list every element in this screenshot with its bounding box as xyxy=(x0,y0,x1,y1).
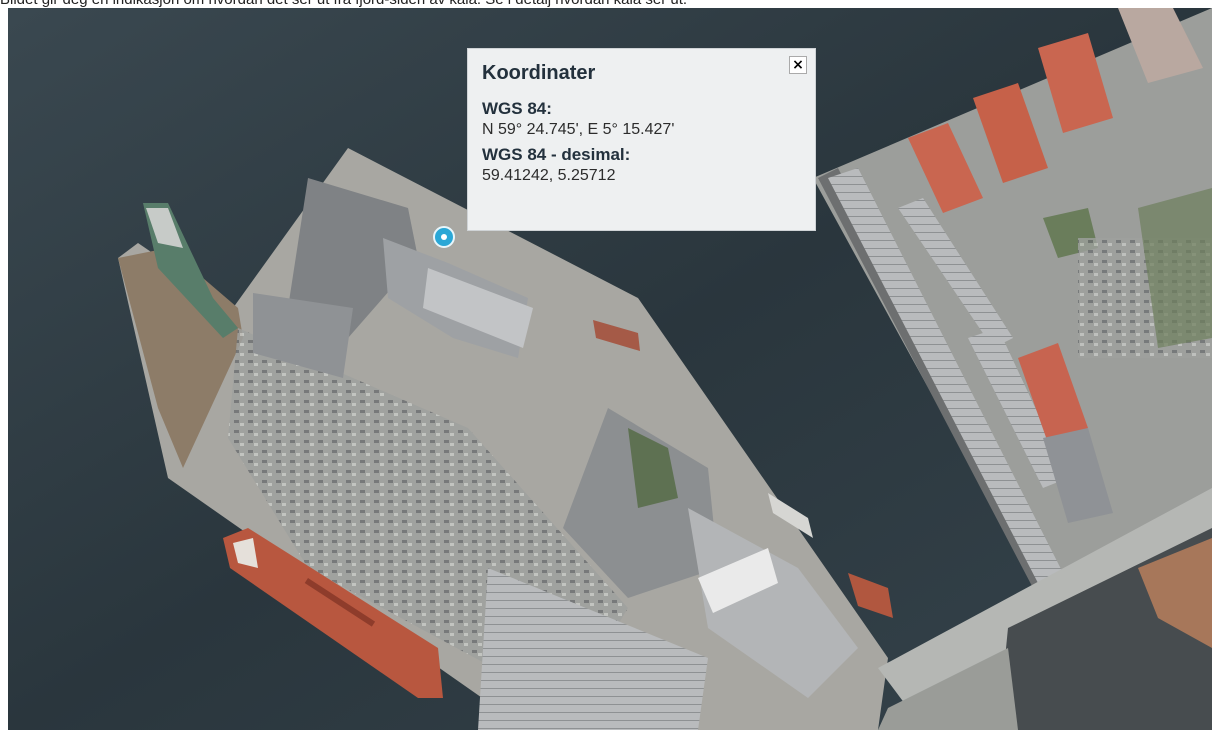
wgs84-decimal-label: WGS 84 - desimal: xyxy=(482,145,631,164)
popup-title: Koordinater xyxy=(482,62,596,84)
wgs84-decimal-value: 59.41242, 5.25712 xyxy=(482,167,616,184)
supply-vessel xyxy=(143,203,238,338)
east-quay xyxy=(813,8,1212,648)
coordinates-popup: × Koordinater WGS 84: N 59° 24.745', E 5… xyxy=(467,48,816,231)
cargo-ship xyxy=(223,528,443,698)
page-caption: Bildet gir deg en indikasjon om hvordan … xyxy=(0,0,1219,8)
wgs84-value: N 59° 24.745', E 5° 15.427' xyxy=(482,121,675,138)
wgs84-label: WGS 84: xyxy=(482,99,552,118)
aerial-map[interactable]: × Koordinater WGS 84: N 59° 24.745', E 5… xyxy=(8,8,1212,730)
location-marker-icon[interactable] xyxy=(433,226,455,248)
main-quay xyxy=(118,148,888,730)
close-button[interactable]: × xyxy=(789,56,807,74)
